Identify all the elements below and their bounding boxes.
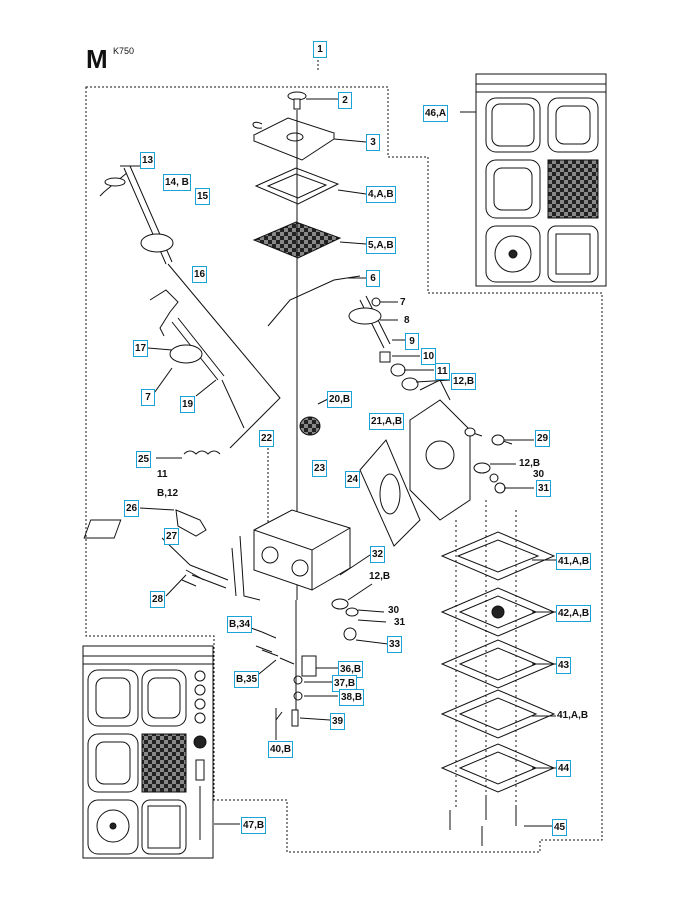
- callout-44[interactable]: 44: [556, 760, 572, 777]
- callout-27[interactable]: 27: [164, 528, 180, 545]
- pump-body-assembly: [409, 379, 471, 521]
- callout-30b[interactable]: 30: [388, 605, 400, 616]
- gasket-stack: [440, 531, 556, 793]
- callout-23[interactable]: 23: [312, 460, 328, 477]
- callout-47[interactable]: 47,B: [241, 817, 267, 834]
- callout-6[interactable]: 6: [366, 270, 380, 287]
- kit-boundary-outline: [85, 86, 603, 853]
- model-name: K750: [113, 46, 135, 56]
- gasket-kit-47-drawing: [82, 645, 214, 859]
- callout-7b[interactable]: 7: [141, 389, 155, 406]
- callout-16[interactable]: 16: [192, 266, 208, 283]
- callout-12a[interactable]: 12,B: [451, 373, 477, 390]
- callout-20[interactable]: 20,B: [327, 391, 353, 408]
- throttle-lever-assembly: [149, 289, 225, 381]
- callout-26[interactable]: 26: [124, 500, 140, 517]
- callout-36[interactable]: 36,B: [338, 661, 364, 678]
- callout-7a[interactable]: 7: [400, 297, 406, 308]
- callout-15[interactable]: 15: [195, 188, 211, 205]
- callout-3[interactable]: 3: [366, 134, 380, 151]
- callout-10[interactable]: 10: [421, 348, 437, 365]
- spring-part-25: [183, 450, 221, 455]
- callout-b12[interactable]: B,12: [157, 488, 179, 499]
- callout-22[interactable]: 22: [259, 430, 275, 447]
- callout-4[interactable]: 4,A,B: [366, 186, 396, 203]
- screw-part-2: [287, 91, 307, 110]
- callout-33[interactable]: 33: [387, 636, 403, 653]
- gasket-part-21: [359, 439, 421, 547]
- callout-30a[interactable]: 30: [533, 469, 545, 480]
- callout-11a[interactable]: 11: [435, 363, 450, 380]
- callout-14[interactable]: 14, B: [163, 174, 191, 191]
- callout-45[interactable]: 45: [552, 819, 568, 836]
- callout-2[interactable]: 2: [338, 92, 352, 109]
- screws-part-45: [449, 796, 517, 846]
- section-letter: M: [86, 44, 108, 74]
- callout-43[interactable]: 43: [556, 657, 572, 674]
- callout-38[interactable]: 38,B: [339, 689, 365, 706]
- callout-32[interactable]: 32: [370, 546, 386, 563]
- callout-9[interactable]: 9: [405, 333, 419, 350]
- callout-17[interactable]: 17: [133, 340, 149, 357]
- filter-part-20: [299, 416, 321, 436]
- callout-19[interactable]: 19: [180, 396, 196, 413]
- callout-5[interactable]: 5,A,B: [366, 237, 396, 254]
- callout-41a[interactable]: 41,A,B: [556, 553, 592, 570]
- callout-31b[interactable]: 31: [394, 617, 406, 628]
- callout-34[interactable]: B,34: [227, 616, 253, 633]
- valve-disc-part-16: [140, 233, 174, 253]
- callout-41b[interactable]: 41,A,B: [557, 710, 589, 721]
- callout-21[interactable]: 21,A,B: [369, 413, 405, 430]
- carburetor-body-part-22: [83, 509, 351, 601]
- callout-1[interactable]: 1: [313, 41, 327, 58]
- callout-39[interactable]: 39: [330, 713, 346, 730]
- needle-screw-parts: [175, 509, 229, 589]
- callout-28[interactable]: 28: [150, 591, 166, 608]
- pump-cover-part-3: [252, 117, 336, 161]
- callout-24[interactable]: 24: [345, 471, 361, 488]
- callout-12b[interactable]: 12,B: [519, 458, 541, 469]
- gasket-kit-46-drawing: [475, 73, 607, 287]
- callout-13[interactable]: 13: [140, 152, 156, 169]
- callout-12c[interactable]: 12,B: [369, 571, 391, 582]
- callout-8[interactable]: 8: [404, 315, 410, 326]
- callout-35[interactable]: B,35: [234, 671, 260, 688]
- callout-11b[interactable]: 11: [157, 469, 168, 480]
- callout-42[interactable]: 42,A,B: [556, 605, 592, 622]
- callout-31a[interactable]: 31: [536, 480, 552, 497]
- callout-29[interactable]: 29: [535, 430, 551, 447]
- callout-40[interactable]: 40,B: [268, 741, 294, 758]
- callout-25[interactable]: 25: [136, 451, 152, 468]
- throttle-shaft-part-6: [267, 275, 361, 327]
- callout-46[interactable]: 46,A: [423, 105, 449, 122]
